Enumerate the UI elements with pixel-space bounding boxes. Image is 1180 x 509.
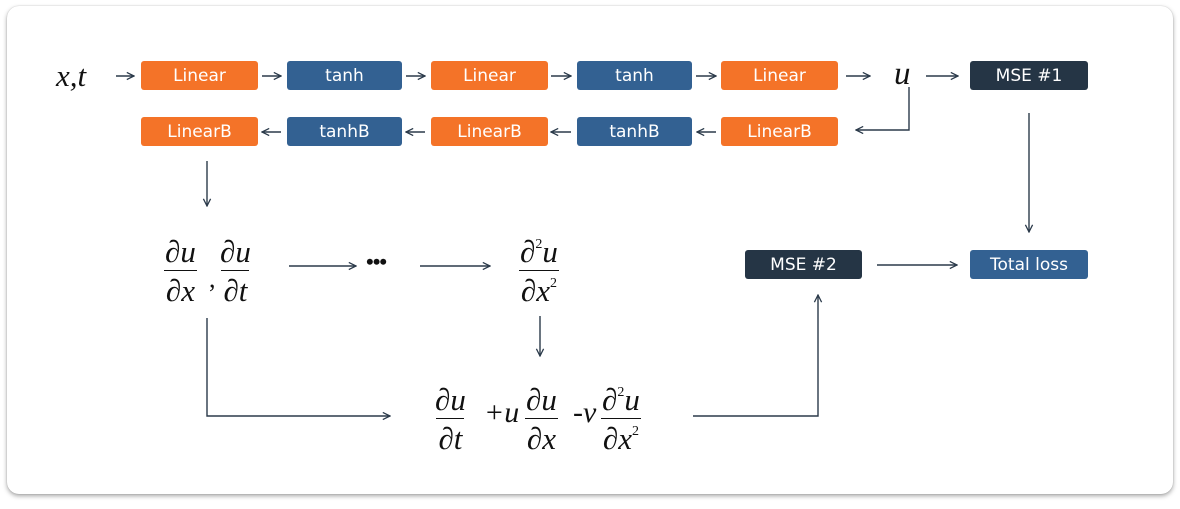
arrow-first-to-residual [206,318,390,416]
residual-du-dx: ∂u ∂x [524,382,558,456]
output-label: u [894,56,911,92]
residual-minus-v: -v [573,396,597,429]
derivative-separator: , [209,264,216,293]
total-loss-box: Total loss [970,250,1088,279]
layer-linearB-1: LinearB [141,117,258,146]
layer-tanh-2: tanh [577,61,692,90]
layer-linearB-2: LinearB [431,117,548,146]
residual-plus-u: +u [484,396,520,429]
layer-linear-3: Linear [721,61,838,90]
input-label: x,t [56,58,87,93]
layer-tanhB-2: tanhB [577,117,692,146]
arrow-residual-to-mse2 [693,295,818,417]
arrow-u-to-linearB [856,87,910,130]
d2u-dx2-fraction: ∂2u ∂x2 [518,234,559,308]
residual-d2u-dx2: ∂2u ∂x2 [600,382,641,456]
residual-du-dt: ∂u ∂t [435,382,466,456]
layer-tanh-1: tanh [287,61,402,90]
mse1-box: MSE #1 [970,61,1088,90]
layer-linearB-3: LinearB [721,117,838,146]
layer-tanhB-1: tanhB [287,117,402,146]
layer-linear-2: Linear [431,61,548,90]
du-dx-fraction: ∂u ∂x [163,234,197,308]
ellipsis: ••• [366,249,387,274]
layer-linear-1: Linear [141,61,258,90]
mse2-box: MSE #2 [745,250,862,279]
du-dt-fraction: ∂u ∂t [220,234,251,308]
